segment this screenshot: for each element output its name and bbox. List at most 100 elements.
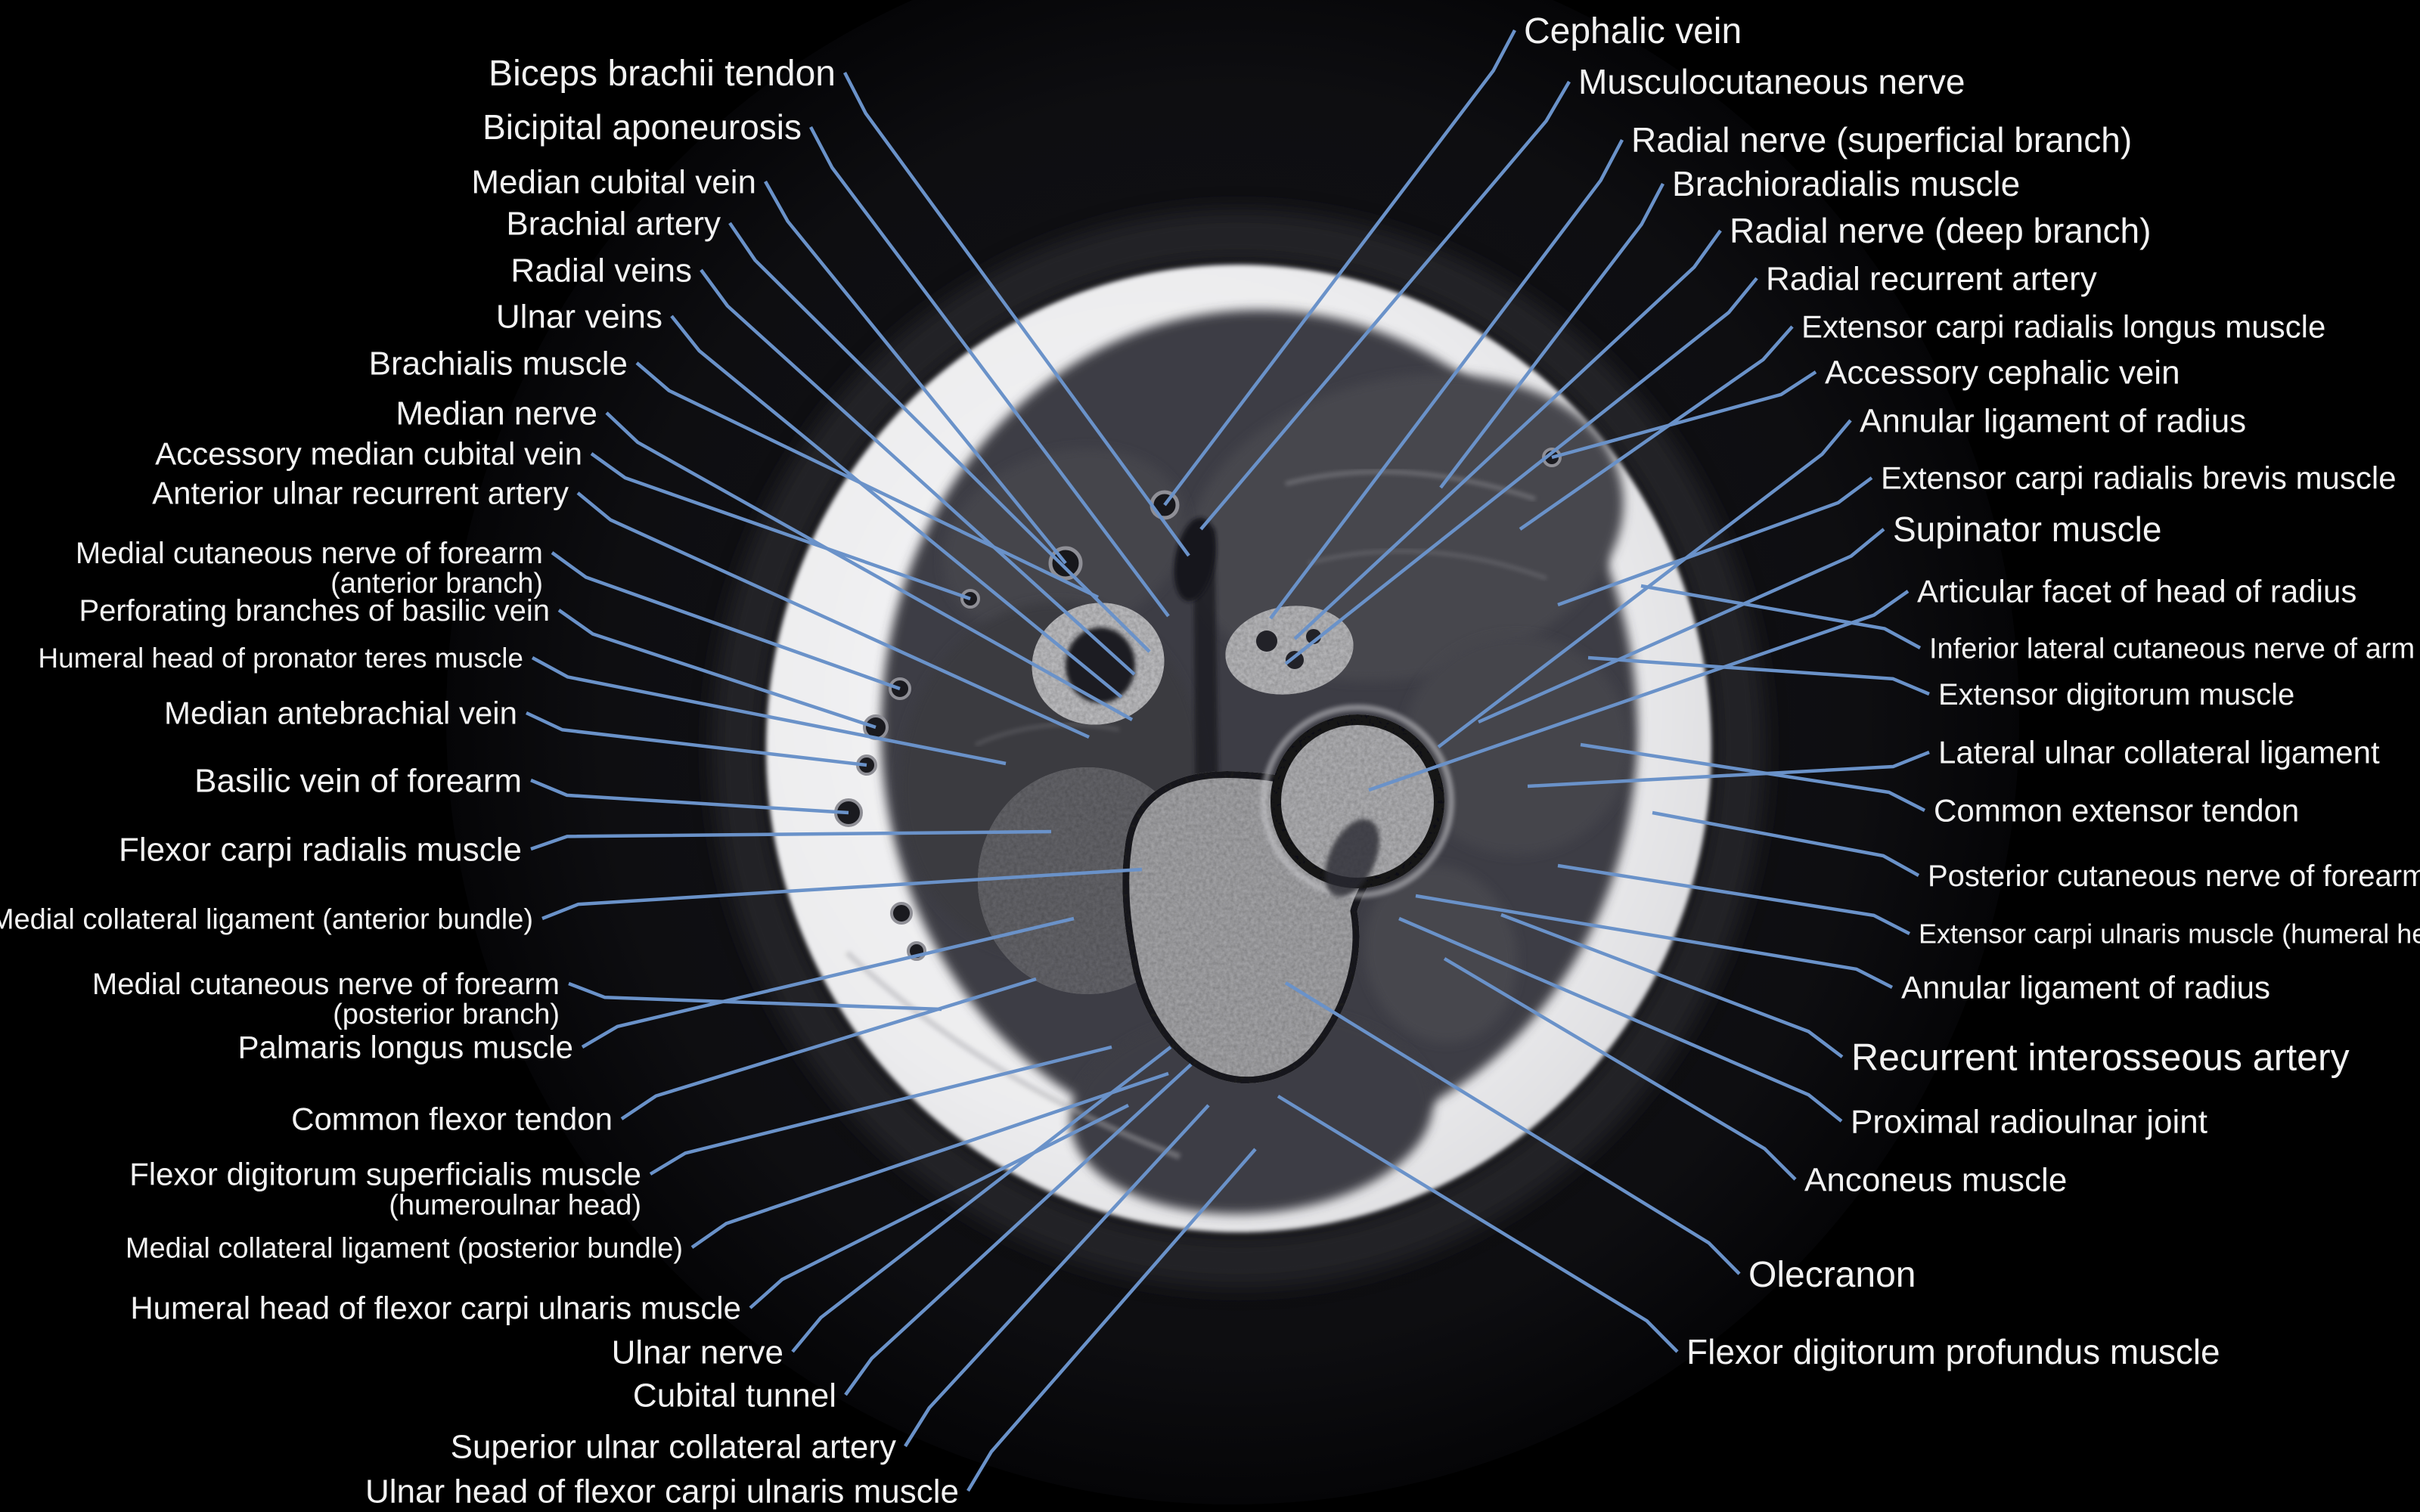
leader-line	[1293, 229, 1722, 640]
anatomy-label: Cephalic vein	[1524, 11, 1742, 51]
anatomy-label: Medial cutaneous nerve of forearm	[76, 537, 543, 570]
leader-line	[1269, 138, 1624, 620]
leader-line	[809, 125, 1170, 618]
anatomy-label: Extensor digitorum muscle	[1938, 678, 2294, 711]
anatomy-label: Extensor carpi radialis longus muscle	[1801, 309, 2325, 345]
anatomy-label: Articular facet of head of radius	[1917, 574, 2356, 609]
leader-line	[1557, 476, 1873, 607]
anatomy-label: Ulnar nerve	[612, 1334, 783, 1371]
anatomy-label: Perforating branches of basilic vein	[79, 594, 550, 627]
anatomy-label: Ulnar veins	[496, 298, 662, 335]
flexor-carpi-ulnaris-muscle-shape	[1070, 1009, 1433, 1214]
brachialis-muscle-shape	[942, 448, 1187, 637]
leader-line	[1500, 912, 1844, 1058]
leader-line	[551, 551, 901, 691]
anatomy-label: Posterior cutaneous nerve of forearm	[1928, 860, 2420, 893]
anatomy-label: Medial cutaneous nerve of forearm	[92, 968, 560, 1001]
leader-line	[635, 361, 1099, 600]
anatomy-label: Musculocutaneous nerve	[1578, 62, 1965, 101]
anatomy-label: Superior ulnar collateral artery	[451, 1428, 896, 1465]
leader-line	[568, 981, 942, 1012]
leader-line	[700, 268, 1136, 676]
leader-line	[749, 1103, 1130, 1309]
leader-line	[1587, 655, 1930, 696]
anatomy-label: Recurrent interosseous artery	[1851, 1036, 2350, 1079]
brachioradialis-ecrl-muscle-shape	[1187, 374, 1624, 681]
vessel-hole	[1256, 631, 1277, 652]
leader-line	[530, 829, 1052, 851]
leader-line	[605, 411, 1134, 721]
anatomy-label: Ulnar head of flexor carpi ulnaris muscl…	[365, 1473, 959, 1510]
anatomy-label: Humeral head of flexor carpi ulnaris mus…	[130, 1290, 741, 1326]
leader-line	[590, 452, 971, 601]
anatomy-label: Median cubital vein	[471, 163, 756, 200]
annular-ligament-ring	[1261, 705, 1454, 898]
skin-penumbra	[712, 209, 1766, 1287]
leader-line	[1527, 750, 1930, 789]
anatomy-label: Brachialis muscle	[369, 345, 628, 382]
leader-line	[1439, 182, 1665, 489]
leader-line	[1368, 590, 1910, 792]
leader-line	[1163, 29, 1516, 507]
anatomy-label: Common flexor tendon	[291, 1101, 613, 1137]
anatomy-label: Accessory cephalic vein	[1825, 354, 2180, 391]
leader-line	[620, 977, 1037, 1120]
leader-line	[1551, 370, 1817, 460]
leader-line	[649, 1045, 1112, 1176]
anatomy-label: Biceps brachii tendon	[489, 54, 836, 94]
leader-line	[1398, 916, 1843, 1123]
muscle-septum-streak	[1285, 469, 1536, 501]
anconeus-muscle-shape	[1364, 866, 1518, 1043]
anatomy-label: Radial nerve (superficial branch)	[1631, 120, 2132, 160]
anatomy-label: Cubital tunnel	[633, 1377, 836, 1414]
anatomy-label: Median antebrachial vein	[164, 696, 517, 731]
anatomy-label: Flexor carpi radialis muscle	[119, 831, 522, 868]
anatomy-label: Radial veins	[510, 252, 692, 289]
leader-line	[581, 916, 1075, 1049]
anatomy-label: Accessory median cubital vein	[155, 436, 582, 472]
mri-image	[712, 209, 1766, 1287]
leader-line	[1478, 528, 1885, 724]
anatomy-label: Humeral head of pronator teres muscle	[38, 643, 523, 674]
leader-line	[1437, 419, 1852, 748]
leader-line	[1284, 277, 1758, 665]
leader-line	[1284, 981, 1741, 1275]
vessel-dot	[890, 902, 913, 925]
fat-crease-streak	[845, 950, 1181, 1160]
anatomy-label: Bicipital aponeurosis	[482, 107, 802, 147]
anatomy-label: Supinator muscle	[1893, 510, 2161, 549]
anatomy-label-secondary: (posterior branch)	[333, 999, 560, 1030]
leader-line	[1415, 894, 1894, 990]
vessel-hole	[1286, 651, 1304, 669]
leader-line	[764, 180, 1067, 565]
leader-line	[530, 778, 849, 815]
leader-line	[531, 656, 1007, 766]
anatomy-label: Annular ligament of radius	[1860, 402, 2246, 439]
anatomy-label: Proximal radioulnar joint	[1851, 1103, 2207, 1140]
leader-line	[670, 314, 1123, 699]
leader-line	[1277, 1095, 1679, 1353]
anatomy-label: Inferior lateral cutaneous nerve of arm	[1929, 633, 2415, 665]
anatomy-label: Anconeus muscle	[1804, 1161, 2067, 1198]
anatomy-label: Extensor carpi ulnaris muscle (humeral h…	[1919, 919, 2420, 950]
leader-line	[557, 609, 876, 730]
leader-line	[1640, 584, 1922, 649]
anatomy-label: Brachial artery	[506, 205, 721, 242]
radioulnar-joint-gap	[1325, 819, 1379, 897]
muscle-septum-streak	[974, 722, 1120, 747]
leader-line	[1443, 957, 1797, 1181]
anatomy-label: Olecranon	[1748, 1255, 1916, 1295]
anatomy-label: Medial collateral ligament (anterior bun…	[0, 903, 533, 935]
leader-line	[1199, 80, 1571, 531]
anatomy-label: Lateral ulnar collateral ligament	[1938, 735, 2380, 770]
leader-line	[844, 1063, 1193, 1396]
leader-line	[728, 222, 1151, 653]
leader-line	[842, 71, 1190, 557]
leader-line	[904, 1104, 1210, 1448]
common-flexor-origin-dark-spot	[1066, 627, 1135, 703]
anatomy-label: Median nerve	[396, 395, 597, 432]
leader-line	[1580, 742, 1926, 813]
anatomy-label: Radial recurrent artery	[1766, 260, 2097, 297]
extensor-group-muscle-shape	[1403, 635, 1630, 854]
